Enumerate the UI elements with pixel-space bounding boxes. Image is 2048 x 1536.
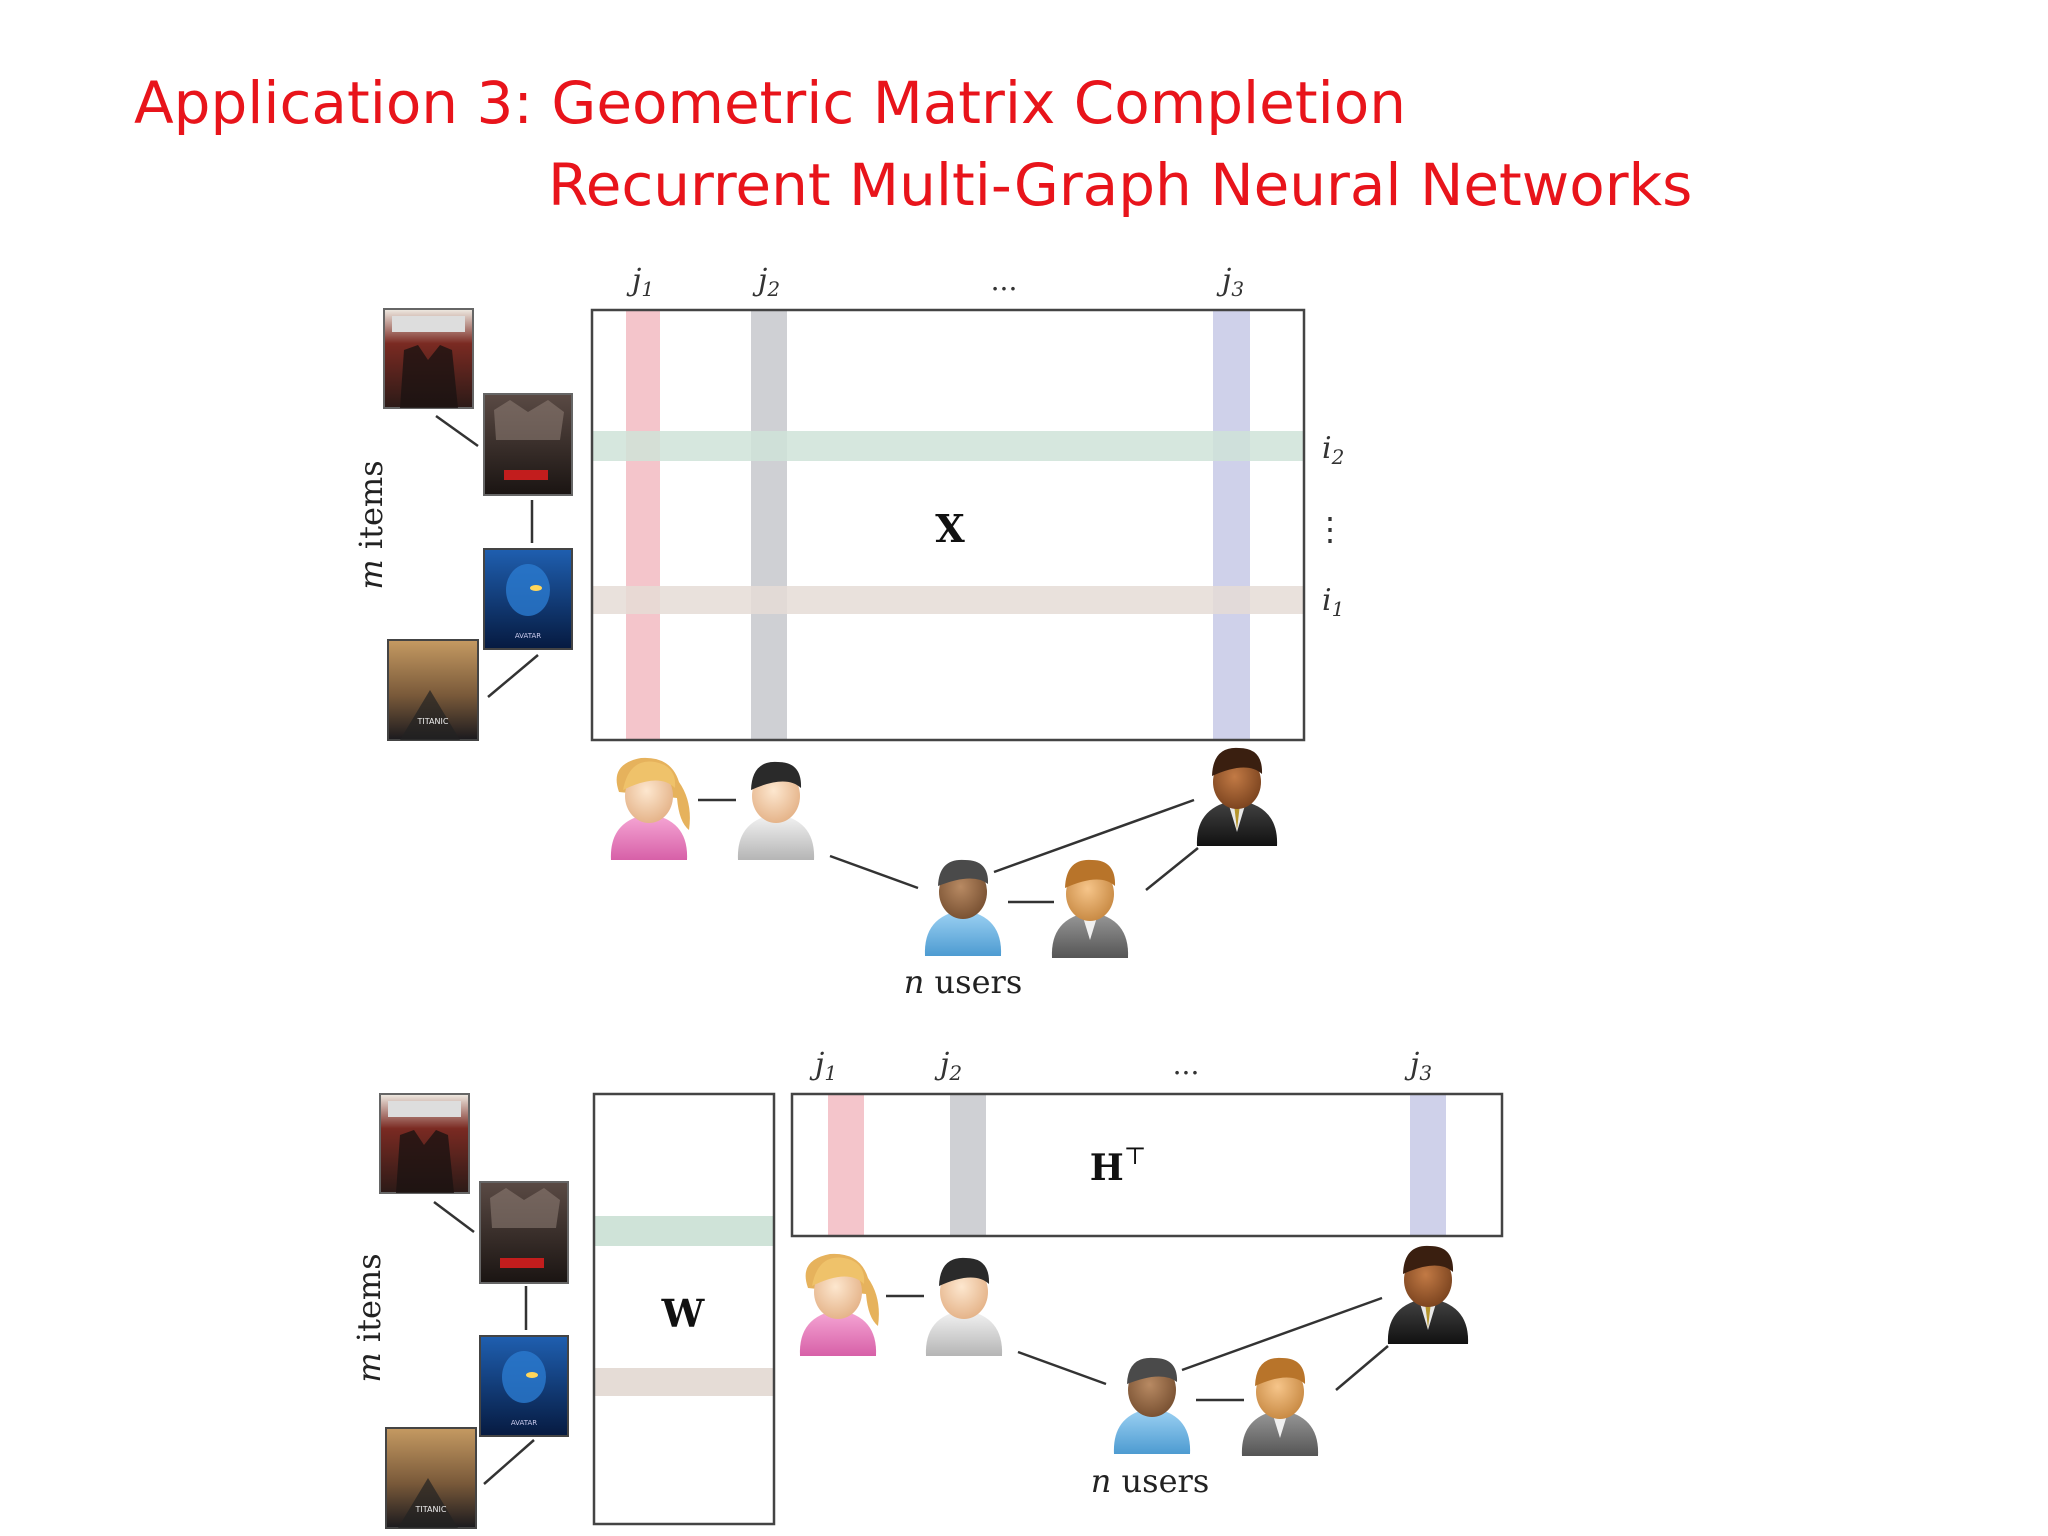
row-label-i2: i2 (1322, 431, 1344, 469)
row-ellipsis: ⋮ (1314, 510, 1346, 548)
bottom-diagram: W H⊤ j1 j2 ... j3 m items (350, 1047, 1504, 1529)
svg-text:AVATAR: AVATAR (515, 632, 541, 640)
items-axis-label-bottom: m items (350, 1253, 388, 1382)
column-band-j1 (626, 310, 660, 740)
column-label-j3: j3 (1216, 263, 1244, 301)
user-avatar-dark-suit (1196, 747, 1278, 846)
matrix-w-frame (592, 1092, 776, 1526)
user-avatar-girl-bottom (799, 1253, 879, 1356)
row-band-i2 (592, 431, 1304, 461)
svg-text:TITANIC: TITANIC (415, 1505, 447, 1514)
slide-title-line-2: Recurrent Multi-Graph Neural Networks (548, 151, 1693, 219)
h-column-band-j3 (1410, 1094, 1446, 1236)
movie-poster-2-bottom (479, 1181, 569, 1284)
movie-poster-2 (483, 393, 573, 496)
user-avatar-dark-suit-bottom (1387, 1245, 1469, 1344)
matrix-h-frame (790, 1092, 1504, 1238)
h-column-band-j2 (950, 1094, 986, 1236)
users-axis-label-bottom: n users (1091, 1462, 1209, 1500)
top-diagram: X j1 j2 ... j3 i2 ⋮ i1 m items (352, 263, 1346, 1001)
column-band-j3 (1213, 310, 1250, 740)
movie-poster-titanic: TITANIC (387, 639, 479, 741)
svg-text:TITANIC: TITANIC (417, 717, 449, 726)
user-avatar-gray-suit (1051, 859, 1129, 958)
w-row-band-tan (594, 1368, 774, 1396)
column-label-j2: j2 (752, 263, 780, 301)
user-avatar-blue-shirt (924, 859, 1002, 956)
user-avatar-blue-shirt-bottom (1113, 1357, 1191, 1454)
movie-poster-titanic-bottom: TITANIC (385, 1427, 477, 1529)
column-ellipsis: ... (991, 264, 1018, 297)
svg-text:AVATAR: AVATAR (511, 1419, 537, 1427)
movie-poster-avatar-bottom: AVATAR (479, 1335, 569, 1437)
column-label-j1: j1 (626, 263, 654, 301)
row-band-i1 (592, 586, 1304, 614)
movie-poster-1-bottom (379, 1093, 470, 1194)
matrix-x-label: X (935, 506, 965, 551)
h-column-label-j1: j1 (809, 1047, 837, 1085)
movie-poster-1 (383, 308, 474, 409)
slide-title-line-1: Application 3: Geometric Matrix Completi… (134, 69, 1406, 137)
users-axis-label: n users (904, 963, 1022, 1001)
matrix-h-label: H⊤ (1090, 1142, 1147, 1189)
movie-poster-avatar: AVATAR (483, 548, 573, 650)
h-column-label-j3: j3 (1404, 1047, 1432, 1085)
user-avatar-white-shirt-bottom (925, 1257, 1003, 1356)
h-column-label-j2: j2 (934, 1047, 962, 1085)
w-row-band-green (594, 1216, 774, 1246)
matrix-w-label: W (661, 1291, 706, 1336)
row-label-i1: i1 (1322, 583, 1344, 621)
user-avatar-girl (610, 757, 690, 860)
h-column-ellipsis: ... (1173, 1048, 1200, 1081)
items-axis-label: m items (352, 460, 390, 589)
matrix-x-frame (590, 308, 1306, 742)
user-avatar-white-shirt (737, 761, 815, 860)
h-column-band-j1 (828, 1094, 864, 1236)
user-avatar-gray-suit-bottom (1241, 1357, 1319, 1456)
column-band-j2 (751, 310, 787, 740)
